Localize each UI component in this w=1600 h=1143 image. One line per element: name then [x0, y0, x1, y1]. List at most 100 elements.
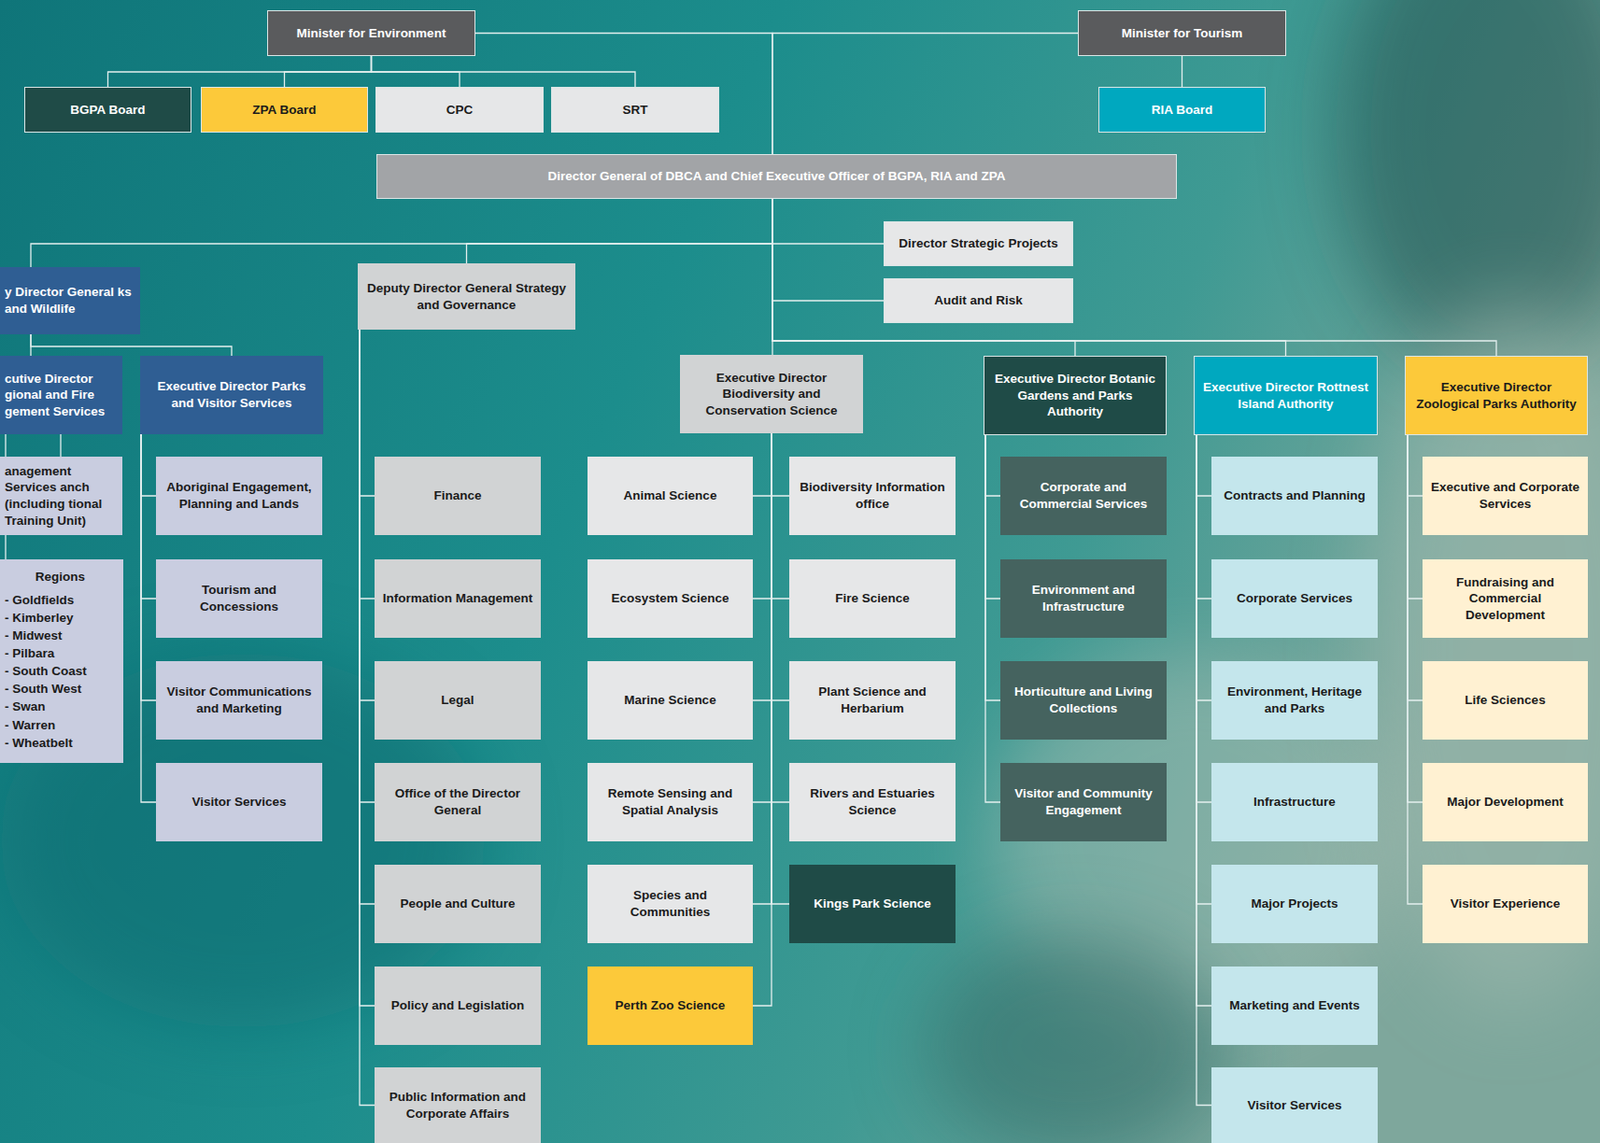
- list-item: - Pilbara: [4, 644, 55, 663]
- list-item: - Goldfields: [4, 591, 74, 609]
- org-box: anagement Services anch (including tiona…: [0, 456, 123, 536]
- box-label: ZPA Board: [252, 101, 316, 119]
- box-label: Office of the Director General: [382, 785, 534, 819]
- box-label: Information Management: [382, 590, 534, 608]
- org-box: Species and Communities: [587, 864, 753, 944]
- box-label: Contracts and Planning: [1223, 487, 1366, 505]
- org-box: Visitor Communications and Marketing: [155, 661, 323, 740]
- org-box: Deputy Director General Strategy and Gov…: [357, 263, 576, 330]
- connector-line: [771, 433, 790, 496]
- box-label: Plant Science and Herbarium: [796, 683, 949, 717]
- box-label: Legal: [440, 692, 474, 709]
- box-label: Public Information and Corporate Affairs: [382, 1089, 534, 1122]
- org-box: Executive Director Rottnest Island Autho…: [1193, 355, 1378, 436]
- list-item: - Midwest: [4, 626, 63, 645]
- box-label: Visitor Communications and Marketing: [163, 683, 315, 717]
- connector-line: [359, 329, 375, 803]
- box-label: Corporate and Commercial Services: [1007, 479, 1160, 512]
- box-label: Environment and Infrastructure: [1007, 581, 1160, 615]
- connector-line: [141, 434, 156, 599]
- org-box: Fundraising and Commercial Development: [1422, 559, 1588, 638]
- connector-line: [141, 434, 156, 803]
- org-box: Environment and Infrastructure: [1000, 559, 1167, 638]
- box-label: Animal Science: [623, 487, 718, 505]
- connector-line: [30, 334, 232, 356]
- connector-line: [359, 329, 375, 599]
- org-box: Visitor Services: [155, 763, 323, 842]
- connector-line: [371, 56, 637, 87]
- connector-line: [1196, 435, 1212, 1006]
- org-box: Corporate and Commercial Services: [1000, 456, 1167, 536]
- box-label: Major Projects: [1250, 895, 1338, 913]
- list-item: - Swan: [4, 697, 46, 716]
- org-box: Ecosystem Science: [587, 559, 753, 638]
- org-box: Contracts and Planning: [1211, 456, 1378, 536]
- box-label: Species and Communities: [594, 887, 746, 921]
- org-box: SRT: [551, 86, 720, 133]
- box-label: Marketing and Events: [1229, 997, 1360, 1015]
- box-label: Remote Sensing and Spatial Analysis: [594, 785, 746, 819]
- connector-line: [359, 329, 375, 701]
- org-box: Rivers and Estuaries Science: [789, 763, 956, 842]
- box-label: Ecosystem Science: [610, 590, 729, 608]
- org-box: Executive Director Zoological Parks Auth…: [1404, 355, 1588, 436]
- box-label: BGPA Board: [70, 101, 145, 119]
- org-box: Perth Zoo Science: [587, 966, 753, 1046]
- box-label: anagement Services anch (including tiona…: [4, 463, 119, 529]
- box-label: Visitor and Community Engagement: [1007, 785, 1160, 819]
- box-label: Rivers and Estuaries Science: [796, 785, 949, 819]
- org-box: Visitor Experience: [1422, 864, 1588, 944]
- org-box: BGPA Board: [24, 86, 192, 133]
- connector-line: [467, 198, 774, 264]
- box-label: Infrastructure: [1253, 793, 1336, 811]
- dark-water-patch: [924, 934, 1224, 1143]
- connector-line: [772, 198, 1497, 356]
- org-box: Office of the Director General: [374, 763, 541, 842]
- connector-line: [1196, 435, 1212, 803]
- org-box: cutive Director gional and Fire gement S…: [0, 355, 123, 435]
- list-item: - Warren: [4, 716, 56, 735]
- connector-line: [771, 433, 790, 599]
- connector-line: [752, 433, 772, 701]
- box-label: Fire Science: [835, 590, 910, 608]
- connector-line: [59, 434, 61, 457]
- connector-line: [771, 433, 790, 905]
- box-label: Deputy Director General Strategy and Gov…: [365, 280, 568, 313]
- connector-line: [141, 434, 156, 701]
- box-label: SRT: [623, 101, 649, 119]
- connector-line: [1181, 56, 1183, 87]
- org-box: Marketing and Events: [1211, 966, 1378, 1046]
- box-label: Executive Director Botanic Gardens and P…: [991, 370, 1159, 421]
- box-label: y Director General ks and Wildlife: [4, 283, 137, 317]
- connector-line: [752, 433, 772, 1006]
- org-box: Plant Science and Herbarium: [789, 661, 956, 740]
- org-box: Policy and Legislation: [374, 966, 541, 1046]
- connector-line: [1407, 435, 1423, 905]
- list-item: - Kimberley: [4, 608, 74, 627]
- box-label: Minister for Environment: [297, 25, 447, 43]
- org-box: Legal: [374, 661, 541, 740]
- org-box: Corporate Services: [1211, 559, 1378, 638]
- org-box: Director Strategic Projects: [883, 221, 1074, 267]
- org-box: People and Culture: [374, 864, 541, 944]
- connector-line: [1196, 435, 1212, 599]
- org-box: CPC: [375, 86, 544, 133]
- connector-line: [985, 435, 1001, 599]
- connector-line: [1196, 435, 1212, 1106]
- connector-line: [772, 198, 1287, 356]
- box-label: Horticulture and Living Collections: [1007, 683, 1160, 717]
- org-box: Regions- Goldfields- Kimberley- Midwest-…: [0, 559, 124, 764]
- org-box: Fire Science: [789, 559, 956, 638]
- connector-line: [1196, 435, 1212, 701]
- box-label: Marine Science: [623, 692, 716, 709]
- connector-line: [284, 56, 372, 87]
- connector-line: [752, 433, 772, 905]
- connector-line: [985, 435, 1001, 701]
- box-label: Kings Park Science: [813, 895, 931, 913]
- foam-patch: [1363, 298, 1600, 1009]
- connector-line: [772, 198, 1076, 356]
- box-label: Biodiversity Information office: [796, 479, 949, 512]
- org-box: Biodiversity Information office: [789, 456, 956, 536]
- org-box: Visitor and Community Engagement: [1000, 763, 1167, 842]
